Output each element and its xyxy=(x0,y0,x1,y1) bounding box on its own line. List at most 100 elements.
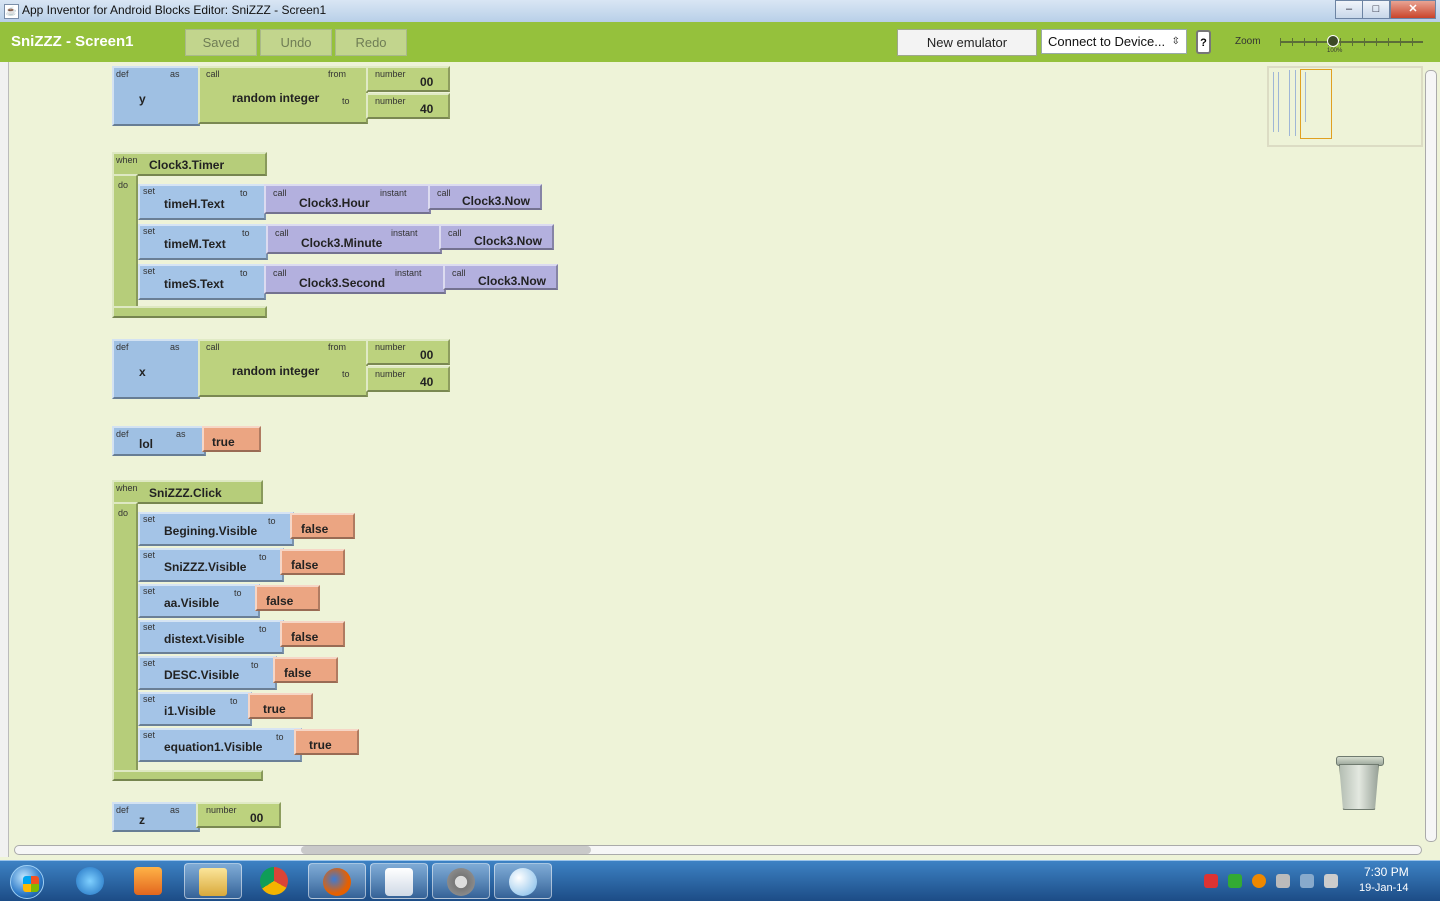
set-block[interactable] xyxy=(138,264,266,300)
random-integer-block[interactable] xyxy=(198,339,368,397)
java-app-icon: ☕ xyxy=(4,4,19,19)
antivirus-icon[interactable] xyxy=(1204,874,1218,888)
event-header[interactable] xyxy=(112,152,267,176)
vertical-scrollbar[interactable] xyxy=(1425,70,1437,842)
number-value[interactable]: 40 xyxy=(420,102,434,116)
new-emulator-button[interactable]: New emulator xyxy=(897,29,1037,56)
call-block[interactable] xyxy=(266,224,442,254)
taskbar-chrome[interactable] xyxy=(246,863,304,899)
event-header[interactable] xyxy=(112,480,263,504)
security-shield-icon[interactable] xyxy=(1228,874,1242,888)
set-block[interactable] xyxy=(138,548,284,582)
random-integer-block[interactable] xyxy=(198,66,368,124)
zoom-level: 100% xyxy=(1327,48,1343,54)
boolean-block[interactable] xyxy=(280,621,345,647)
app-tray-icon[interactable] xyxy=(1252,874,1266,888)
call-now-block[interactable] xyxy=(428,184,542,210)
variable-name[interactable]: x xyxy=(139,365,146,379)
boolean-block[interactable] xyxy=(248,693,313,719)
workspace-minimap[interactable] xyxy=(1267,66,1423,147)
boolean-block[interactable] xyxy=(280,549,345,575)
boolean-block[interactable] xyxy=(255,585,320,611)
to-label: to xyxy=(259,552,267,562)
call-block[interactable] xyxy=(264,264,446,294)
minimap-viewport[interactable] xyxy=(1300,69,1332,139)
to-label: to xyxy=(240,268,248,278)
boolean-block[interactable] xyxy=(273,657,338,683)
call-block[interactable] xyxy=(264,184,431,214)
variable-name[interactable]: y xyxy=(139,92,146,106)
event-footer xyxy=(112,770,263,781)
close-button[interactable]: ✕ xyxy=(1390,0,1436,19)
saved-button[interactable]: Saved xyxy=(185,29,257,56)
from-label: from xyxy=(328,69,346,79)
number-value[interactable]: 40 xyxy=(420,375,434,389)
instant-label: instant xyxy=(395,268,422,278)
number-block[interactable] xyxy=(196,802,281,828)
taskbar-java[interactable] xyxy=(370,863,428,899)
minimize-button[interactable]: – xyxy=(1335,0,1363,19)
boolean-block[interactable] xyxy=(202,426,261,452)
taskbar-firefox[interactable] xyxy=(308,863,366,899)
flag-icon[interactable] xyxy=(1300,874,1314,888)
number-label: number xyxy=(206,805,237,815)
number-block[interactable] xyxy=(366,339,450,365)
redo-button[interactable]: Redo xyxy=(335,29,407,56)
variable-name[interactable]: z xyxy=(139,813,145,827)
clock-date[interactable]: 19-Jan-14 xyxy=(1359,882,1409,894)
number-block[interactable] xyxy=(366,366,450,392)
network-icon[interactable] xyxy=(1324,874,1338,888)
number-label: number xyxy=(375,96,406,106)
variable-name[interactable]: lol xyxy=(139,437,153,451)
to-label: to xyxy=(242,228,250,238)
zoom-slider[interactable] xyxy=(1280,38,1423,46)
set-target: timeS.Text xyxy=(164,277,224,291)
connect-dropdown[interactable]: Connect to Device... ⇳ xyxy=(1041,29,1187,54)
number-value[interactable]: 00 xyxy=(420,348,434,362)
clock-time[interactable]: 7:30 PM xyxy=(1364,865,1409,879)
taskbar-ie[interactable] xyxy=(62,863,120,899)
zoom-slider-handle[interactable] xyxy=(1327,35,1339,47)
boolean-block[interactable] xyxy=(290,513,355,539)
to-label: to xyxy=(276,732,284,742)
set-block[interactable] xyxy=(138,224,268,260)
taskbar-media-player[interactable] xyxy=(120,863,178,899)
horizontal-scrollbar[interactable] xyxy=(14,845,1422,855)
when-label: when xyxy=(116,155,138,165)
taskbar-settings[interactable] xyxy=(432,863,490,899)
boolean-value: false xyxy=(266,594,294,608)
help-button[interactable]: ? xyxy=(1196,30,1211,54)
media-player-icon xyxy=(134,867,162,895)
volume-icon[interactable] xyxy=(1276,874,1290,888)
taskbar-paint[interactable] xyxy=(494,863,552,899)
taskbar-explorer[interactable] xyxy=(184,863,242,899)
undo-button[interactable]: Undo xyxy=(260,29,332,56)
set-block[interactable] xyxy=(138,184,266,220)
boolean-value: true xyxy=(263,702,286,716)
number-value[interactable]: 00 xyxy=(250,811,264,825)
event-name: SniZZZ.Click xyxy=(149,486,222,500)
set-target: DESC.Visible xyxy=(164,668,240,682)
number-block[interactable] xyxy=(366,93,450,119)
boolean-value: true xyxy=(309,738,332,752)
chrome-icon xyxy=(260,867,288,895)
boolean-block[interactable] xyxy=(294,729,359,755)
from-label: from xyxy=(328,342,346,352)
trash-can-icon[interactable] xyxy=(1336,752,1384,810)
drawer-toggle[interactable] xyxy=(0,62,9,857)
maximize-button[interactable]: □ xyxy=(1362,0,1390,19)
start-button[interactable] xyxy=(6,863,46,899)
set-block[interactable] xyxy=(138,620,284,654)
set-block[interactable] xyxy=(138,692,252,726)
call-now-block[interactable] xyxy=(439,224,554,250)
call-now-block[interactable] xyxy=(443,264,558,290)
set-block[interactable] xyxy=(138,512,294,546)
set-label: set xyxy=(143,730,156,740)
def-block[interactable] xyxy=(112,426,206,456)
set-block[interactable] xyxy=(138,728,302,762)
to-label: to xyxy=(234,588,242,598)
def-block[interactable] xyxy=(112,66,200,126)
number-block[interactable] xyxy=(366,66,450,92)
horizontal-scrollbar-thumb[interactable] xyxy=(301,846,591,854)
number-value[interactable]: 00 xyxy=(420,75,434,89)
